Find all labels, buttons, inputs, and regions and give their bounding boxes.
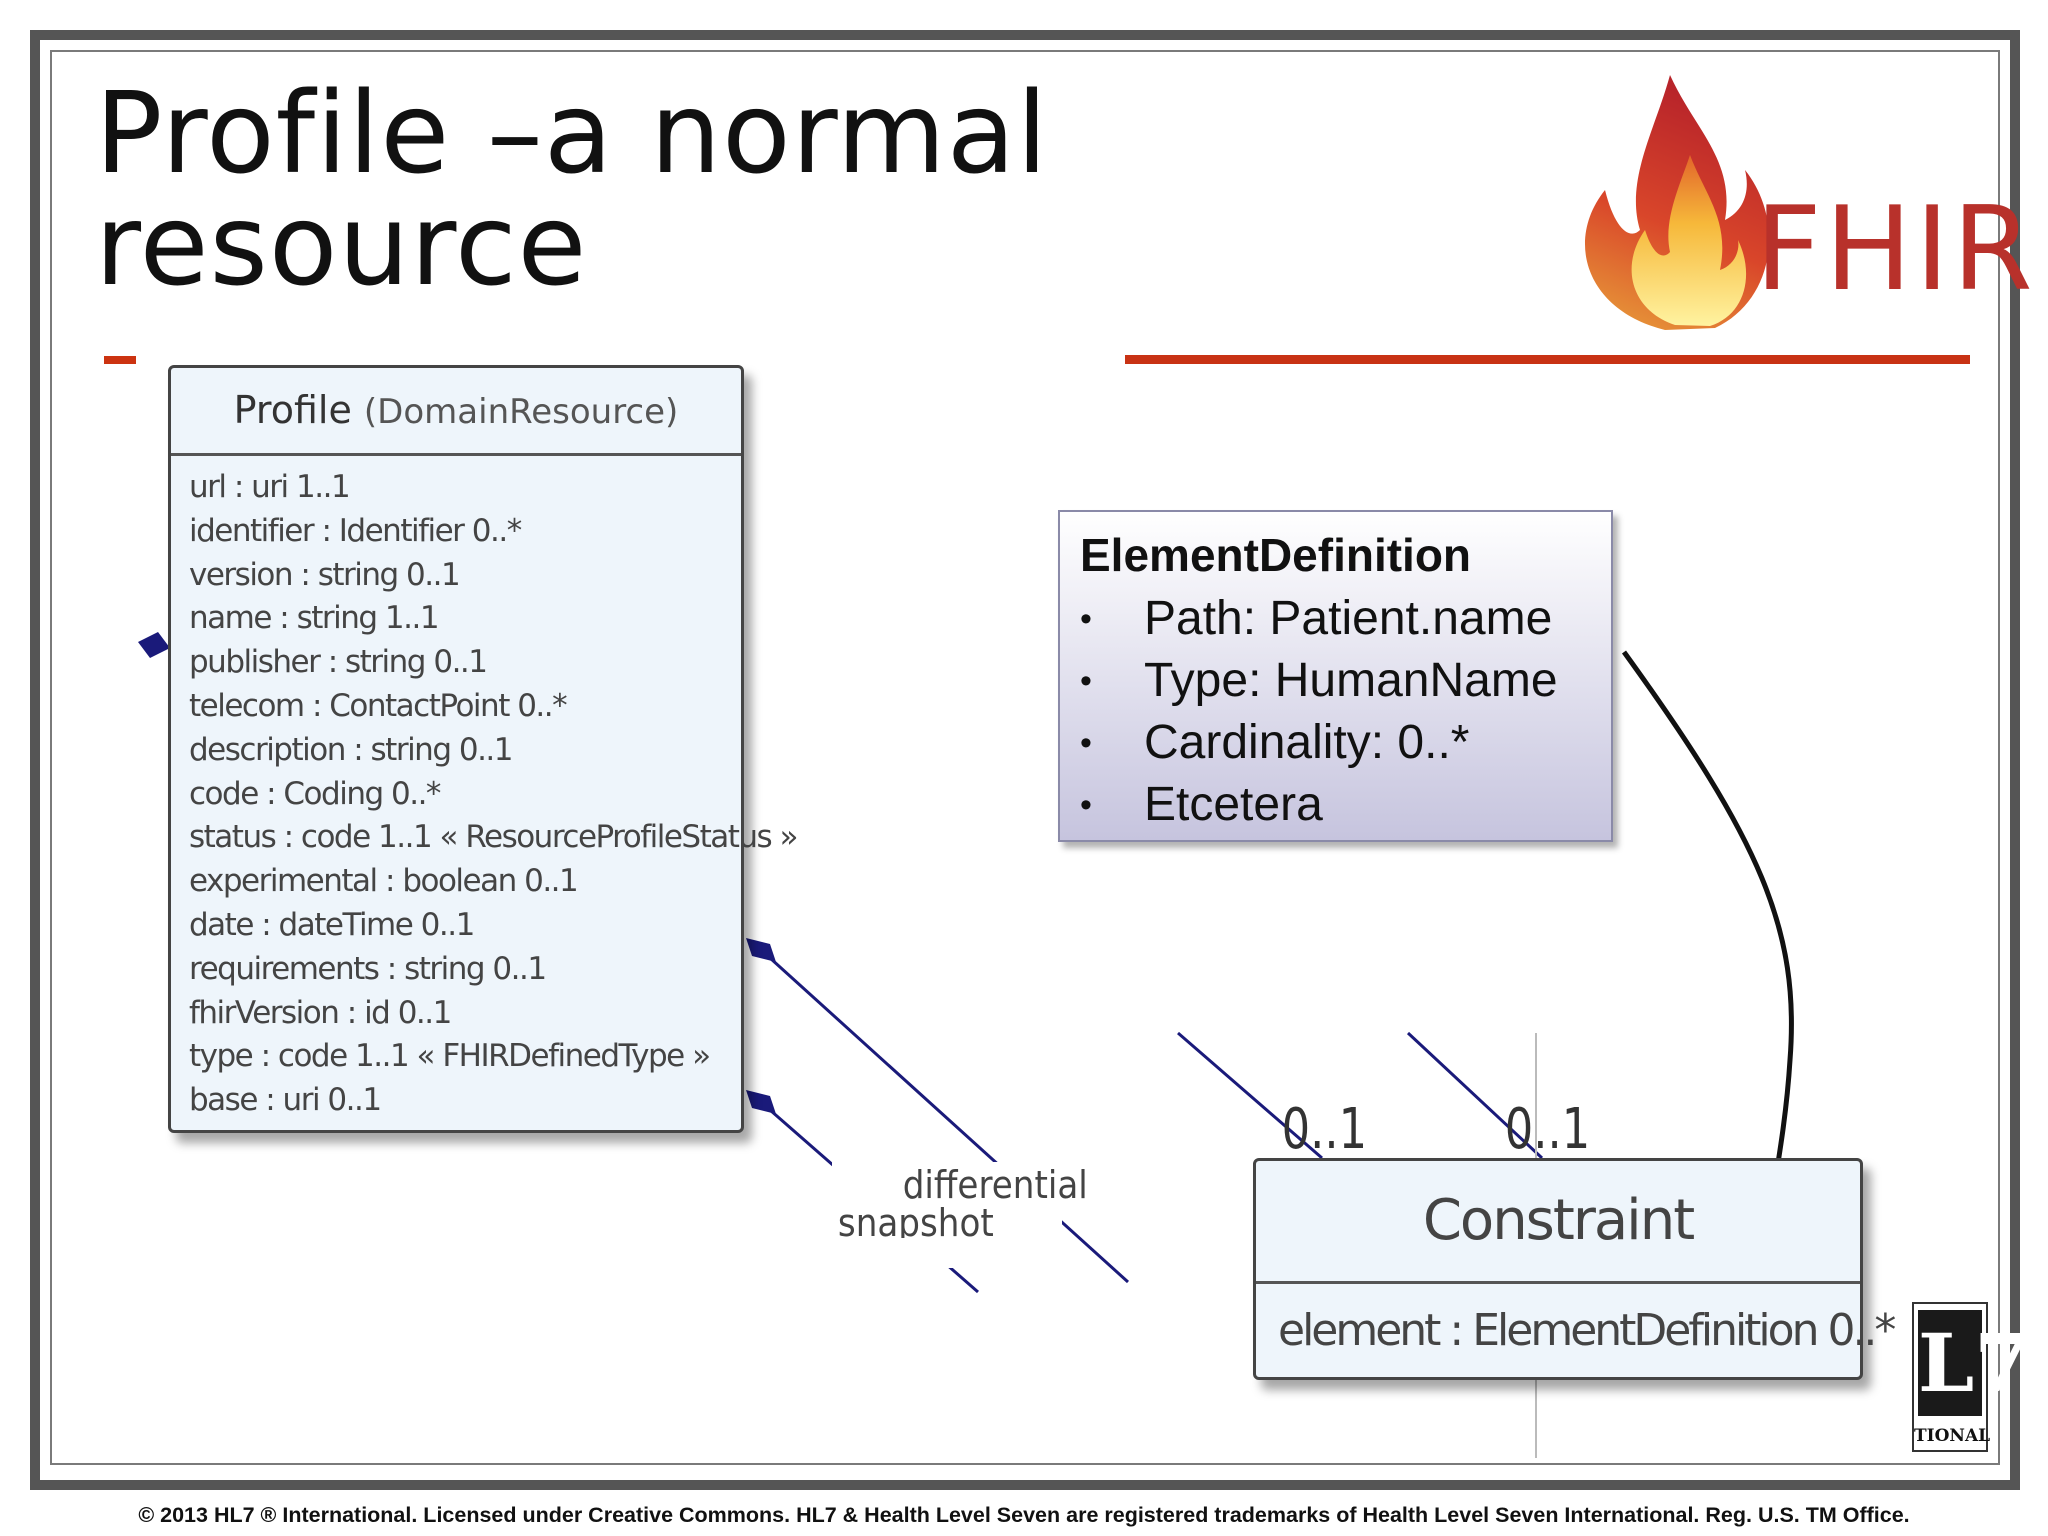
profile-attribute: url : uri 1..1 — [189, 469, 351, 505]
differential-label: differential — [903, 1162, 1088, 1207]
multiplicity-snapshot: 0..1 — [1505, 1096, 1590, 1161]
composition-diamond-left — [138, 632, 170, 658]
hl7-logo-subtext: TIONAL — [1914, 1426, 1991, 1446]
title-accent-dash — [104, 356, 136, 364]
slide-content-border — [50, 50, 2000, 1465]
profile-class-stereotype: (DomainResource) — [363, 392, 679, 432]
element-definition-callout: ElementDefinition • Path: Patient.name • T… — [1058, 510, 1613, 842]
list-item: • Etcetera — [1080, 774, 1591, 836]
slide-title-line-1: Profile –a normal — [95, 69, 1049, 199]
fhir-flame-icon — [1585, 75, 1769, 330]
bullet-icon: • — [1080, 662, 1092, 700]
profile-attribute: experimental : boolean 0..1 — [189, 863, 579, 900]
bullet-icon: • — [1080, 600, 1092, 638]
profile-attribute: type : code 1..1 « FHIRDefinedType » — [189, 1038, 711, 1075]
profile-attribute: date : dateTime 0..1 — [189, 906, 475, 943]
profile-attribute-list: url : uri 1..1 identifier : Identifier 0… — [171, 456, 799, 1123]
slide-title-line-2: resource — [95, 181, 588, 311]
title-accent-rule — [1125, 355, 1970, 364]
list-item: • Path: Patient.name — [1080, 588, 1591, 650]
association-line-in-2 — [1406, 1031, 1544, 1160]
association-line-differential — [768, 956, 1130, 1284]
slide-title: Profile –a normal resource — [95, 78, 1245, 302]
profile-attribute: fhirVersion : id 0..1 — [189, 994, 452, 1031]
snapshot-label: snapshot — [838, 1200, 994, 1245]
profile-attribute: publisher : string 0..1 — [189, 644, 488, 681]
profile-attribute: code : Coding 0..* — [189, 775, 441, 812]
constraint-attribute: element : ElementDefinition 0..* — [1278, 1305, 1896, 1356]
profile-attribute: requirements : string 0..1 — [189, 950, 547, 987]
multiplicity-differential: 0..1 — [1282, 1096, 1367, 1161]
list-item-text: Type: HumanName — [1144, 654, 1558, 707]
hl7-logo: L7 TIONAL — [1912, 1302, 2030, 1452]
copyright-footer: © 2013 HL7 ® International. Licensed und… — [138, 1503, 1910, 1527]
bullet-icon: • — [1080, 724, 1092, 762]
profile-attribute: version : string 0..1 — [189, 556, 461, 593]
list-item-text: Cardinality: 0..* — [1144, 716, 1470, 769]
fhir-logo-text: FHIR — [1755, 182, 2036, 317]
list-item: • Cardinality: 0..* — [1080, 712, 1591, 774]
element-definition-title: ElementDefinition — [1080, 529, 1472, 581]
bullet-icon: • — [1080, 786, 1092, 824]
composition-diamond-differential — [746, 938, 776, 962]
element-definition-list: • Path: Patient.name • Type: HumanName • Ca… — [1080, 588, 1591, 836]
profile-attribute: name : string 1..1 — [189, 600, 440, 637]
profile-attribute: identifier : Identifier 0..* — [189, 512, 522, 549]
profile-class-header: Profile (DomainResource) — [171, 368, 741, 456]
association-line-in-1 — [1177, 1031, 1323, 1160]
profile-attribute: base : uri 0..1 — [189, 1082, 382, 1119]
hl7-logo-mark: L7 — [1918, 1310, 2030, 1416]
profile-attribute: description : string 0..1 — [189, 731, 514, 768]
profile-class-name: Profile — [233, 388, 352, 432]
list-item-text: Path: Patient.name — [1144, 592, 1553, 645]
profile-class-box: Profile (DomainResource) url : uri 1..1 … — [168, 365, 799, 1133]
list-item: • Type: HumanName — [1080, 650, 1591, 712]
profile-attribute: status : code 1..1 « ResourceProfileStat… — [189, 819, 799, 856]
constraint-class-name: Constraint — [1256, 1161, 1860, 1284]
list-item-text: Etcetera — [1144, 778, 1323, 831]
composition-diamond-snapshot — [746, 1090, 776, 1114]
profile-attribute: telecom : ContactPoint 0..* — [189, 687, 568, 724]
constraint-class-box: Constraint element : ElementDefinition 0… — [1253, 1158, 1896, 1380]
